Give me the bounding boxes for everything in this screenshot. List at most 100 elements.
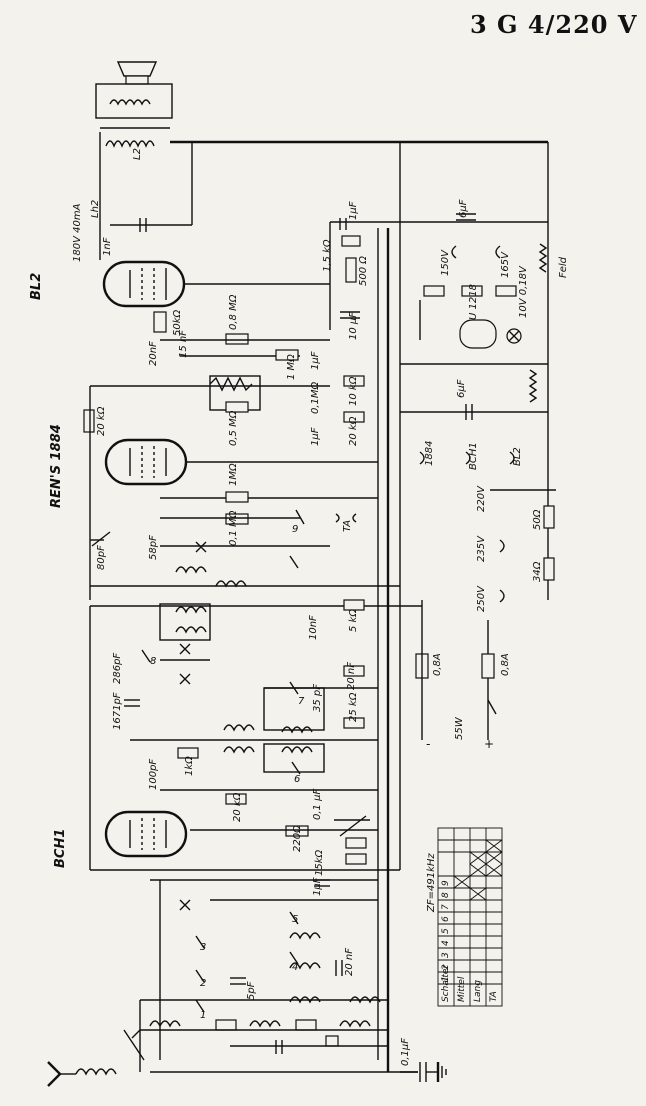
label-plus: + xyxy=(484,737,494,751)
tube-rens1884 xyxy=(104,438,378,486)
label-c-5pf: 5pF xyxy=(246,981,257,1000)
label-l2: L2 xyxy=(132,148,143,160)
resistor-165v xyxy=(495,285,517,297)
resistor-20k-b xyxy=(83,409,95,433)
table-header-schalter: Schalter xyxy=(441,964,451,1002)
switch-6[interactable] xyxy=(291,761,301,775)
label-tap-220: 220V xyxy=(476,485,487,512)
variable-cap-ant xyxy=(123,1029,145,1061)
label-r-20k-b: 20 kΩ xyxy=(96,406,107,436)
label-r-1m: 1MΩ xyxy=(228,463,239,486)
label-r-15k: 1,5 kΩ xyxy=(322,239,333,272)
label-r-500: 500 Ω xyxy=(358,256,369,286)
switch-table: Schalter 1 2 3 4 5 6 7 8 9 Mittel Lang T… xyxy=(437,827,503,1007)
label-rectifier: U 1218 xyxy=(468,284,479,320)
resistor-20k-c xyxy=(225,793,247,805)
label-r-34: 34Ω xyxy=(532,561,543,582)
label-c-10nf: 10nF xyxy=(308,615,319,640)
label-sw2: 2 xyxy=(200,978,206,989)
resistor-tone xyxy=(225,401,249,413)
switch-1[interactable] xyxy=(195,999,205,1013)
resistor-15k-c xyxy=(345,853,367,865)
label-c-20nf-b: 20 nF xyxy=(346,662,357,690)
resistor-1k xyxy=(177,747,199,759)
coil-in1 xyxy=(289,932,321,940)
label-voltage-note: 180V 40mA xyxy=(72,203,83,262)
table-row-mittel: Mittel xyxy=(457,976,467,1002)
coil-if2 xyxy=(215,580,247,588)
table-header-6: 6 xyxy=(441,916,451,922)
label-c-1uf-c: 1µF xyxy=(310,427,321,446)
resistor-15k-b xyxy=(345,837,367,849)
resistor-50k xyxy=(153,311,167,333)
table-row-ta: TA xyxy=(489,991,499,1002)
ground-icon xyxy=(426,1062,447,1082)
table-header-3: 3 xyxy=(441,952,451,958)
speaker xyxy=(95,61,173,119)
label-r-15k-b: 15kΩ xyxy=(314,849,325,876)
label-165v: 165V xyxy=(500,251,511,278)
label-c-1671pf: 1671pF xyxy=(112,692,123,730)
table-row-lang: Lang xyxy=(473,980,483,1002)
coil-in4 xyxy=(349,996,381,1004)
label-tube-rens1884: REN'S 1884 xyxy=(49,424,64,508)
label-c-01uf: 0,1 µF xyxy=(312,789,323,820)
label-tap-235: 235V xyxy=(476,535,487,562)
switch-9[interactable] xyxy=(295,509,305,525)
label-r-08m: 0,8 MΩ xyxy=(228,294,239,330)
label-c-1uf-b: 1µF xyxy=(310,351,321,370)
coil-if3 xyxy=(175,606,207,614)
coil-osc2 xyxy=(281,726,313,734)
resistor-5k xyxy=(343,599,365,611)
label-ta: TA xyxy=(342,520,353,532)
switch-4[interactable] xyxy=(289,951,299,965)
coil-in3 xyxy=(289,996,321,1004)
label-tube-bch1: BCH1 xyxy=(53,829,68,868)
switch-8[interactable] xyxy=(141,649,151,663)
label-minus: - xyxy=(426,737,430,751)
label-r-10k: 10 kΩ xyxy=(348,376,359,406)
label-sw1: 1 xyxy=(200,1010,206,1021)
label-c-58pf: 58pF xyxy=(148,535,159,560)
label-c-1uf-top: 1µF xyxy=(348,201,359,220)
antenna-icon xyxy=(47,1061,62,1087)
label-r-20k-c: 20 kΩ xyxy=(232,792,243,822)
page-title: 3 G 4/220 V xyxy=(470,10,638,39)
resistor-mid xyxy=(461,285,483,297)
switch-5[interactable] xyxy=(289,911,299,925)
label-fil-bl2: BL2 xyxy=(512,447,523,466)
label-c-80pf: 80pF xyxy=(96,545,107,570)
field-coil xyxy=(538,243,548,273)
label-pot-1m: 1 MΩ xyxy=(286,354,297,380)
label-c-15nf: 15 nF xyxy=(178,330,189,358)
switch-3[interactable] xyxy=(195,935,205,949)
coil-if4 xyxy=(175,626,207,634)
tube-bl2 xyxy=(102,260,330,308)
resistor-ant1 xyxy=(215,1019,237,1031)
coil-if1 xyxy=(175,566,207,574)
resistor-10k xyxy=(343,375,365,387)
table-header-9: 9 xyxy=(441,880,451,886)
table-header-7: 7 xyxy=(441,904,451,910)
label-c-20nf-c: 20 nF xyxy=(344,948,355,976)
mains-switch[interactable] xyxy=(487,699,497,715)
output-transformer xyxy=(99,127,193,260)
switch-2[interactable] xyxy=(195,969,205,983)
resistor-150v xyxy=(423,285,445,297)
label-tap-250: 250V xyxy=(476,585,487,612)
label-power: 55W xyxy=(454,716,465,740)
label-sw4: 4 xyxy=(292,962,298,973)
label-sw9: 9 xyxy=(292,524,298,535)
label-r-01m: 0,1MΩ xyxy=(310,381,321,414)
label-r-25k: 25 kΩ xyxy=(348,692,359,722)
switch-if[interactable] xyxy=(289,555,299,569)
label-r-5k: 5 kΩ xyxy=(348,609,359,632)
hum-coil xyxy=(528,369,538,403)
table-header-2: 2 xyxy=(441,964,451,970)
label-tube-bl2: BL2 xyxy=(29,273,44,300)
coil-ant2 xyxy=(249,1020,281,1028)
label-r-220: 220Ω xyxy=(292,825,303,852)
antenna-coil xyxy=(75,1068,117,1076)
